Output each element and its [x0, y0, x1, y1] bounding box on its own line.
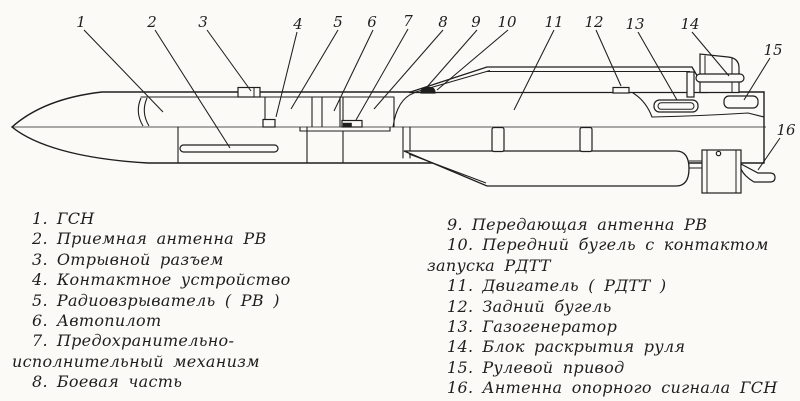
callout-11: 11 [544, 13, 563, 31]
legend-item-number: 4. [32, 270, 48, 290]
legend-item-text: Радиовзрыватель ( РВ ) [56, 290, 280, 310]
legend-column-left: 1. ГСН 2. Приемная антенна РВ 3. Отрывной р… [12, 204, 374, 393]
legend-item-text: Блок раскрытия руля [482, 337, 686, 357]
callout-13: 13 [625, 15, 644, 33]
fin-side-tab [686, 71, 695, 98]
legend-item-text: Рулевой привод [482, 357, 625, 377]
legend-item-number: 11. [447, 276, 474, 296]
legend-item-number: 16. [447, 378, 474, 398]
legend-item-text: Предохранительно-исполнительный механизм [12, 331, 260, 371]
callout-numbers: 1 2 3 4 5 6 7 8 9 10 11 12 13 14 15 16 [76, 12, 796, 139]
rudder-opening-unit [686, 53, 745, 98]
legend-item-4: 4. Контактное устройство [12, 270, 374, 290]
contact-device [262, 118, 276, 128]
legend-item-10: 10.Передний бугель с контактом запуска Р… [427, 235, 797, 276]
gas-generator-slot [653, 99, 699, 113]
side-lug-front [491, 126, 505, 153]
missile-cutaway-figure: 1 2 3 4 5 6 7 8 9 10 11 12 13 14 15 16 [11, 12, 796, 194]
antenna-bracket [740, 163, 776, 183]
callout-9: 9 [471, 13, 481, 31]
airframe-outline [11, 91, 765, 164]
legend: 1. ГСН 2. Приемная антенна РВ 3. Отрывной р… [0, 204, 800, 401]
legend-item-9: 9. Передающая антенна РВ [427, 215, 797, 235]
legend-item-text: Приемная антенна РВ [56, 229, 267, 249]
callout-15: 15 [763, 41, 782, 59]
legend-item-number: 12. [447, 296, 474, 316]
legend-item-text: Автопилот [56, 311, 162, 331]
legend-item-13: 13. Газогенератор [427, 317, 797, 337]
actuator-block [701, 149, 742, 194]
legend-column-right: 9. Передающая антенна РВ 10.Передний буге… [427, 204, 797, 399]
callout-16: 16 [776, 121, 796, 139]
legend-item-number: 7. [32, 331, 48, 351]
legend-item-3: 3. Отрывной разъем [12, 250, 374, 270]
legend-item-number: 9. [447, 215, 463, 234]
legend-item-number: 10. [447, 235, 474, 255]
legend-item-text: ГСН [56, 209, 95, 228]
legend-item-number: 13. [447, 317, 474, 337]
side-lug-rear [579, 126, 593, 153]
legend-item-text: Боевая часть [56, 372, 183, 392]
fin-hinge-band [695, 73, 745, 83]
callout-7: 7 [403, 12, 413, 30]
upper-strake [408, 66, 709, 94]
legend-item-number: 6. [32, 311, 48, 331]
callout-3: 3 [198, 13, 208, 31]
legend-item-text: Передающая антенна РВ [471, 215, 708, 234]
legend-item-7: 7.Предохранительно-исполнительный механи… [12, 331, 374, 372]
callout-6: 6 [367, 13, 377, 31]
legend-item-text: Контактное устройство [56, 270, 291, 290]
seeker-dish [137, 97, 144, 127]
legend-item-11: 11. Двигатель ( РДТТ ) [427, 276, 797, 296]
legend-item-number: 1. [32, 209, 48, 228]
callout-1: 1 [76, 13, 86, 31]
avionics-compartments [137, 97, 395, 132]
callout-12: 12 [584, 13, 603, 31]
legend-item-8: 8. Боевая часть [12, 372, 374, 392]
callout-14: 14 [680, 15, 699, 33]
leader-lines [83, 28, 781, 171]
legend-item-text: Передний бугель с контактом запуска РДТТ [427, 235, 769, 275]
legend-item-15: 15. Рулевой привод [427, 358, 797, 378]
fittings [179, 86, 759, 153]
receiver-antenna-strip [179, 144, 279, 153]
legend-item-text: Задний бугель [482, 296, 612, 316]
legend-item-2: 2. Приемная антенна РВ [12, 229, 374, 249]
legend-item-number: 2. [32, 229, 48, 249]
legend-item-1: 1. ГСН [12, 209, 374, 229]
front-lug-contact [420, 86, 436, 94]
legend-item-number: 14. [447, 337, 474, 357]
callout-8: 8 [438, 13, 448, 31]
legend-item-5: 5. Радиовзрыватель ( РВ ) [12, 291, 374, 311]
legend-item-number: 3. [32, 249, 48, 269]
legend-item-number: 5. [32, 290, 48, 310]
legend-item-text: Отрывной разъем [56, 249, 224, 269]
steering-drive-slot [723, 95, 759, 109]
safe-arm-unit [341, 119, 363, 128]
callout-10: 10 [497, 13, 517, 31]
legend-item-6: 6. Автопилот [12, 311, 374, 331]
legend-item-12: 12. Задний бугель [427, 297, 797, 317]
legend-item-number: 8. [32, 372, 48, 392]
legend-item-14: 14. Блок раскрытия руля [427, 337, 797, 357]
legend-item-text: Антенна опорного сигнала ГСН [482, 378, 778, 398]
missile-diagram-svg: 1 2 3 4 5 6 7 8 9 10 11 12 13 14 15 16 [11, 12, 796, 194]
legend-item-16: 16. Антенна опорного сигнала ГСН [427, 378, 797, 398]
tail-underside-assembly [689, 149, 776, 194]
legend-item-text: Газогенератор [482, 317, 618, 337]
folded-fin [699, 53, 740, 94]
wings [403, 66, 709, 187]
legend-item-number: 15. [447, 357, 474, 377]
lower-strake [403, 150, 690, 187]
callout-2: 2 [146, 13, 157, 31]
callout-4: 4 [292, 15, 303, 33]
rear-lug [612, 86, 630, 94]
callout-5: 5 [333, 13, 343, 31]
legend-item-text: Двигатель ( РДТТ ) [482, 276, 667, 296]
